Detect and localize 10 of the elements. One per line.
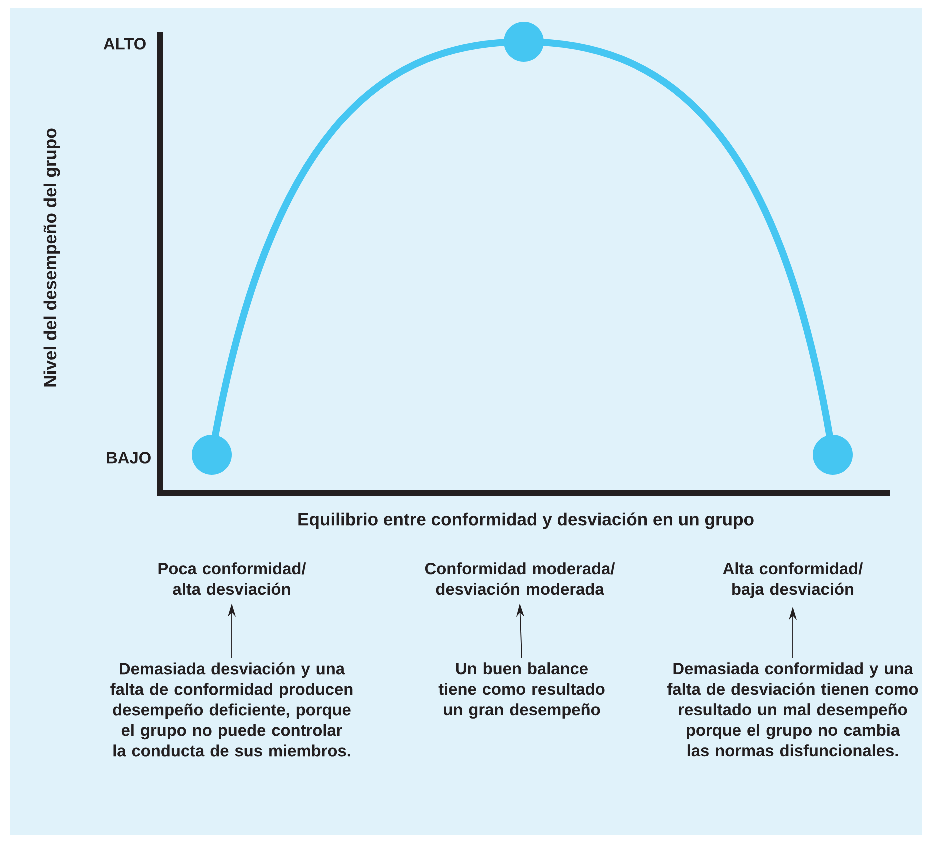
description-text: Demasiada conformidad y una falta de desviación tienen como resultado un mal desempeño porque el grupo no cambia las normas disfuncionales. xyxy=(668,662,918,757)
description-text: Un buen balance tiene como resultado un gran desempeño xyxy=(438,662,605,719)
axis-tick-label: BAJO xyxy=(107,452,151,464)
axis-tick-label: ALTO xyxy=(104,38,146,50)
axis-title: Equilibrio entre conformidad y desviación en un grupo xyxy=(298,512,754,530)
category-label: Alta conformidad/ baja desviación xyxy=(723,562,863,598)
category-label: Conformidad moderada/ desviación moderada xyxy=(425,562,616,596)
axis-title: Nivel del desempeño del grupo xyxy=(44,128,60,387)
category-label: Poca conformidad/ alta desviación xyxy=(158,562,306,596)
description-text: Demasiada desviación y una falta de conformidad producen desempeño deficiente, porque el grupo no puede controlar la conducta de sus miembros. xyxy=(110,662,353,757)
